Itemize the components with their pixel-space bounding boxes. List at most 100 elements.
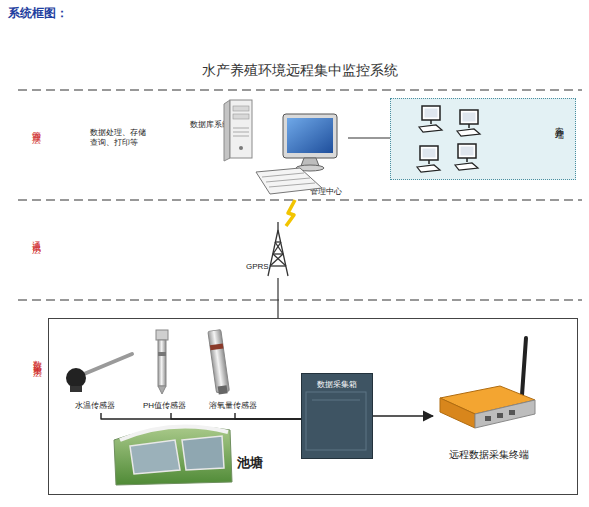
gprs-tower-part: [268, 230, 278, 276]
dissolved-oxygen-sensor-icon-part: [218, 385, 228, 394]
server-icon-part: [233, 136, 249, 137]
node-label: 数据采集箱: [302, 380, 372, 390]
uplink-line: [277, 278, 278, 318]
gprs-tower: [268, 222, 288, 276]
sensor: 水温传感器: [63, 341, 139, 413]
collector-cabinet-detail: [306, 392, 366, 450]
client-computers-part: [419, 106, 442, 132]
layer-label: 管理层: [31, 124, 42, 130]
node-label: PH值传感器: [143, 401, 201, 411]
gprs-tower-part: [273, 253, 283, 254]
client-computers-part: [417, 146, 440, 172]
water-temperature-sensor-icon-part: [84, 354, 132, 374]
ph-sensor-icon-part: [156, 330, 168, 340]
remote-terminal-icon: [440, 338, 535, 428]
water-temperature-sensor-icon-part: [66, 368, 86, 388]
gprs-tower-part: [273, 254, 286, 266]
water-temperature-sensor-icon-part: [70, 386, 82, 392]
node-label: 水温传感器: [75, 401, 131, 411]
client-computers: [417, 106, 480, 172]
monitor-icon-part: [301, 158, 319, 166]
node-label: 溶氧量传感器: [209, 401, 267, 411]
remote-terminal-icon-part: [509, 410, 515, 415]
server-icon-part: [233, 114, 249, 119]
gprs-tower-part: [275, 242, 283, 254]
dissolved-oxygen-sensor-icon: [208, 330, 230, 395]
gprs-tower-part: [275, 241, 281, 242]
client-group-box: 客户端: [390, 98, 576, 180]
server-icon-part: [230, 100, 252, 158]
keyboard-icon-part: [262, 173, 304, 177]
remote-terminal-icon-part: [497, 413, 503, 418]
network-line: [348, 137, 390, 138]
server-icon-part: [239, 146, 243, 150]
pond-illustration-part: [114, 427, 232, 485]
dissolved-oxygen-sensor-icon-part: [210, 343, 224, 350]
node-label: 数据库系统: [190, 120, 234, 130]
diagram-title: 水产养殖环境远程集中监控系统: [140, 62, 460, 79]
pond-illustration-part: [182, 436, 224, 470]
layer-divider-part: [18, 299, 582, 301]
gprs-tower-part: [270, 265, 286, 266]
page-heading: 系统框图：: [8, 6, 118, 20]
node-label: GPRS: [246, 262, 280, 272]
sensor-bus-line: [101, 413, 301, 419]
sensor: 溶氧量传感器: [203, 329, 267, 413]
client-computers-part: [455, 144, 478, 170]
client-computers-part: [457, 110, 480, 136]
gprs-tower-part: [277, 222, 278, 230]
wireless-link: [286, 200, 295, 226]
remote-terminal-icon-part: [522, 338, 526, 395]
server-icon-part: [233, 132, 249, 133]
keyboard-icon-part: [266, 178, 310, 182]
monitor-icon: [283, 114, 337, 171]
ph-sensor-icon-part: [158, 386, 166, 394]
sensor-bus-line: [235, 413, 301, 419]
water-temperature-sensor-icon: [66, 354, 132, 392]
server-icon: [224, 100, 252, 161]
pond-illustration-part: [120, 427, 228, 440]
monitor-icon-part: [287, 118, 333, 153]
pond-illustration-part: [130, 440, 180, 474]
data-arrow: [373, 415, 433, 416]
remote-terminal-icon-part: [440, 398, 475, 428]
gprs-tower-part: [270, 254, 283, 266]
node-label: 远程数据采集终端: [433, 449, 545, 461]
remote-terminal: 远程数据采集终端: [433, 371, 545, 465]
keyboard-icon: [256, 168, 322, 194]
monitor-icon-part: [296, 165, 324, 171]
remote-terminal-icon-part: [485, 416, 491, 421]
remote-terminal-icon-part: [475, 400, 535, 428]
management-center: 管理中心: [252, 110, 348, 200]
monitor-icon-part: [283, 114, 337, 158]
collector-cabinet-detail-part: [312, 400, 360, 401]
gprs-tower-part: [273, 242, 281, 254]
data-collection-cabinet: 数据采集箱: [301, 373, 373, 459]
node-label: 池塘: [237, 455, 271, 471]
gprs-tower-part: [278, 230, 288, 276]
layer-divider-part: [18, 89, 582, 91]
keyboard-icon-part: [269, 183, 315, 187]
pond-illustration: [114, 427, 232, 485]
gprs-tower: GPRS: [246, 226, 310, 278]
node-label: 管理中心: [310, 187, 350, 197]
server-icon-part: [224, 100, 230, 161]
function-note: 数据处理、存储 查询、打印等: [90, 128, 152, 147]
data-acquisition-layer-box: 数据采集层水温传感器PH值传感器溶氧量传感器池塘数据采集箱远程数据采集终端: [48, 318, 578, 495]
ph-sensor-icon: [156, 330, 168, 394]
layer-label: 通讯层: [31, 234, 42, 240]
sensor: PH值传感器: [141, 329, 201, 413]
ph-sensor-icon-part: [158, 352, 166, 356]
node-label: 客户端: [554, 119, 565, 125]
pond: 池塘: [113, 425, 269, 487]
keyboard-icon-part: [256, 168, 322, 194]
node-label: 数据采集层: [32, 353, 43, 363]
server-icon-part: [233, 128, 249, 129]
sensor-bus-line: [171, 413, 301, 419]
collector-cabinet-detail-part: [306, 392, 366, 450]
layer-divider-part: [18, 199, 582, 201]
database-server: 数据库系统: [190, 96, 256, 162]
layer-divider: [18, 90, 582, 300]
remote-terminal-icon-part: [440, 386, 535, 414]
